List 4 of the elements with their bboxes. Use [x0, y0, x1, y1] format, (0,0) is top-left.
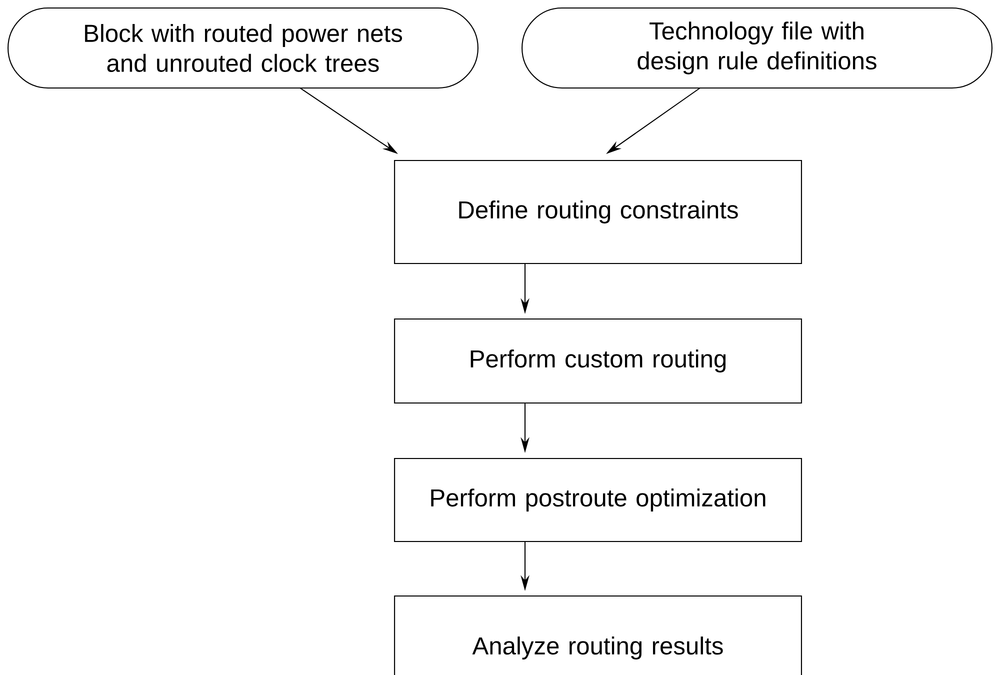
- process-box: Perform postroute optimization: [394, 458, 802, 542]
- process-box: Define routing constraints: [394, 160, 802, 264]
- process-box: Perform custom routing: [394, 318, 802, 404]
- process-box: Analyze routing results: [394, 596, 802, 675]
